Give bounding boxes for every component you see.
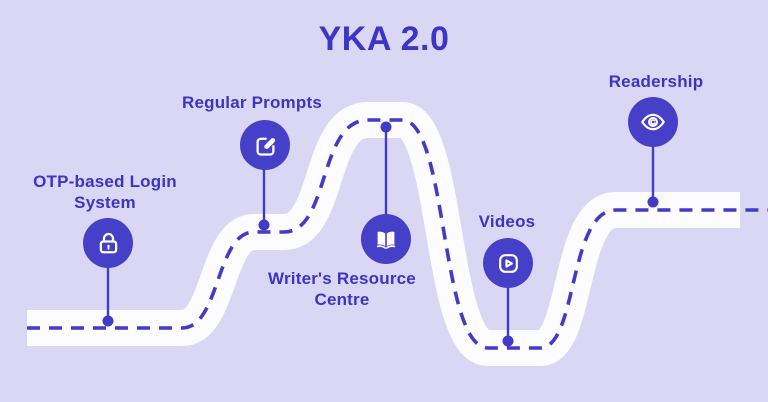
milestone-label-regular-prompts: Regular Prompts [182, 93, 322, 112]
milestone-dot [102, 315, 114, 327]
eye-icon [641, 113, 665, 131]
milestone-label-readership: Readership [608, 72, 704, 91]
page-title: YKA 2.0 [318, 20, 450, 58]
edit-icon [256, 137, 275, 156]
milestone-node-readership [628, 97, 678, 147]
milestone-label-videos: Videos [478, 212, 536, 231]
book-open-icon [376, 231, 396, 249]
play-icon [498, 253, 518, 273]
connector-lines [106, 127, 655, 341]
milestone-dot [502, 335, 514, 347]
milestone-dot [380, 121, 392, 133]
milestone-label-writers-resource-centre: Writer's Resource Centre [268, 269, 416, 309]
lock-icon [99, 232, 117, 253]
milestone-dot [647, 196, 659, 208]
milestone-node-regular-prompts [240, 120, 290, 170]
milestone-label-otp-login: OTP-based Login System [33, 172, 177, 212]
road-dashed-line [27, 118, 768, 350]
milestone-node-otp-login [83, 218, 133, 268]
milestone-dots [102, 121, 659, 347]
milestone-dot [258, 219, 270, 231]
milestone-node-videos [483, 238, 533, 288]
milestone-node-writers-resource-centre [361, 214, 411, 264]
